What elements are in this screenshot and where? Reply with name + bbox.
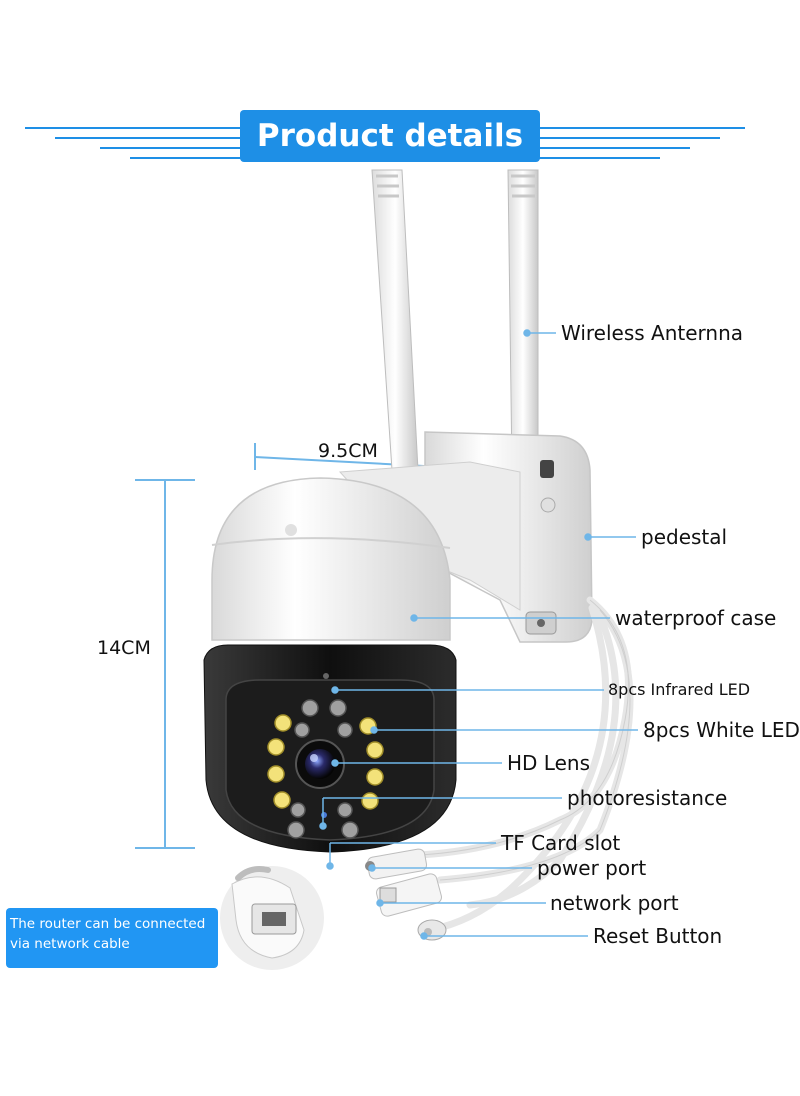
- antenna-left: [371, 169, 419, 471]
- callout-pedestal: pedestal: [641, 525, 728, 549]
- callout-tf-card-slot: TF Card slot: [501, 831, 621, 855]
- callout-network-port: network port: [550, 891, 679, 915]
- led-ring: [267, 673, 384, 839]
- network-cable-note: The router can be connected via network …: [6, 908, 218, 968]
- callout-white-led: 8pcs White LED: [643, 718, 800, 742]
- antenna-right: [507, 169, 539, 471]
- header-lines: [25, 127, 745, 159]
- callout-hd-lens: HD Lens: [507, 751, 590, 775]
- page-title: Product details: [240, 110, 540, 162]
- callout-wireless-antenna: Wireless Anternna: [561, 321, 744, 345]
- callout-power-port: power port: [537, 856, 647, 880]
- callout-photoresistance: photoresistance: [567, 786, 728, 810]
- camera-dome: [203, 477, 457, 853]
- white-leds: [267, 714, 384, 810]
- width-dimension-label: 9.5CM: [318, 440, 378, 462]
- callout-reset-button: Reset Button: [593, 924, 723, 948]
- callout-infrared-led: 8pcs Infrared LED: [608, 680, 751, 699]
- cable-outline: [419, 599, 631, 881]
- callout-waterproof-case: waterproof case: [615, 606, 777, 630]
- photoresistor: [321, 812, 327, 818]
- note-line-2: via network cable: [10, 936, 130, 952]
- infrared-leds: [287, 699, 359, 839]
- height-dimension-label: 14CM: [97, 637, 151, 659]
- network-plug-inset: [220, 866, 324, 970]
- note-line-1: The router can be connected: [10, 916, 206, 932]
- network-connector: [376, 873, 442, 917]
- power-connector: [365, 848, 428, 880]
- leader-lines: [319, 329, 638, 940]
